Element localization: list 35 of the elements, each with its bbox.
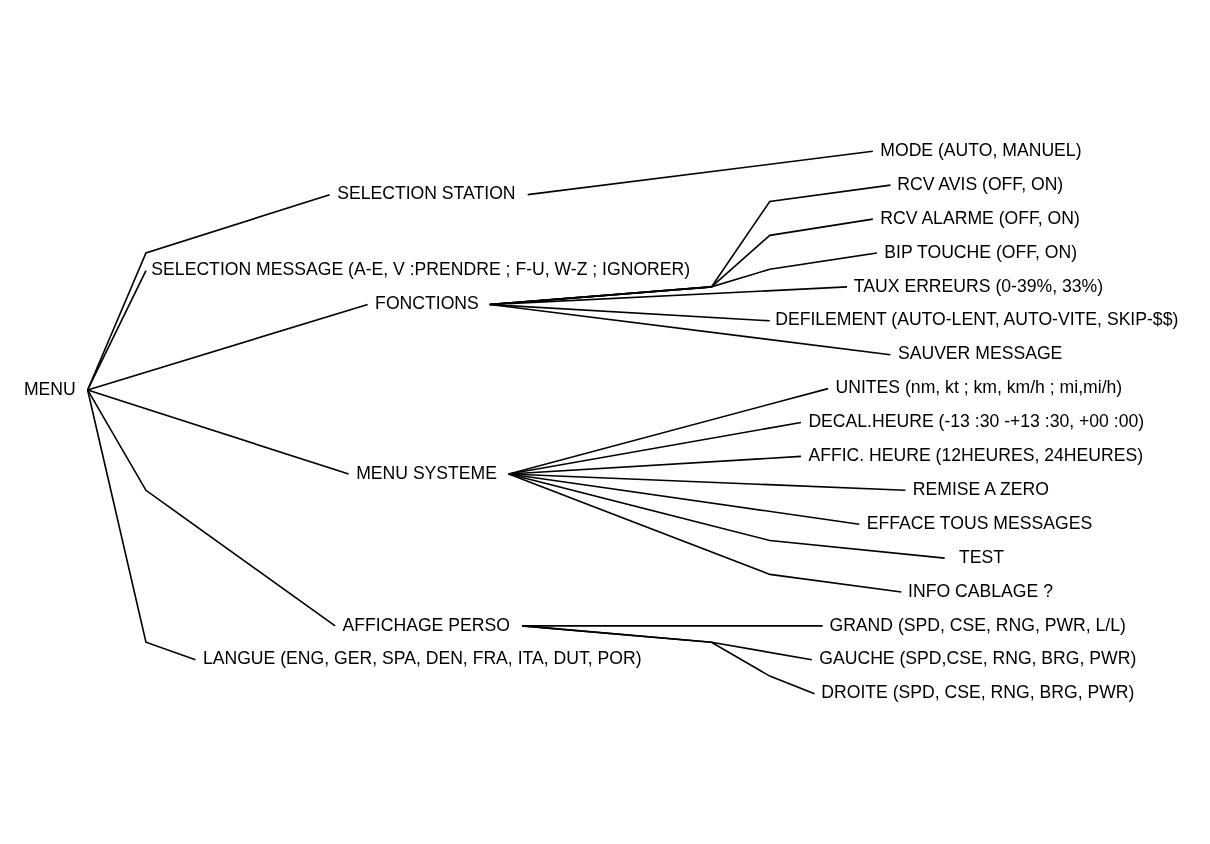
node-text: AFFICHAGE PERSO bbox=[342, 614, 510, 635]
connector bbox=[86, 193, 331, 391]
connector bbox=[488, 303, 892, 355]
connector bbox=[86, 269, 147, 391]
connector bbox=[526, 149, 874, 195]
connector bbox=[86, 388, 197, 661]
node-text: RCV ALARME (OFF, ON) bbox=[880, 207, 1080, 228]
node-text: TAUX ERREURS (0-39%, 33%) bbox=[853, 275, 1104, 295]
connector bbox=[86, 303, 369, 391]
node-text: MENU SYSTEME bbox=[356, 462, 498, 483]
node-text: FONCTIONS bbox=[375, 292, 479, 313]
node-text: DROITE (SPD, CSE, RNG, BRG, PWR) bbox=[821, 681, 1135, 702]
connector bbox=[521, 624, 816, 695]
node-text: DEFILEMENT (AUTO-LENT, AUTO-VITE, SKIP-$$) bbox=[775, 308, 1179, 329]
connector bbox=[86, 388, 350, 475]
node-text: MENU bbox=[23, 378, 76, 399]
node-text: SELECTION MESSAGE (A-E, V :PRENDRE ; F-U, W-Z ; IGNORER) bbox=[151, 258, 691, 279]
node-text: REMISE A ZERO bbox=[912, 478, 1049, 499]
node-text: GAUCHE (SPD,CSE, RNG, BRG, PWR) bbox=[819, 647, 1137, 668]
node-text: TEST bbox=[958, 546, 1004, 567]
node-text: GRAND (SPD, CSE, RNG, PWR, L/L) bbox=[829, 614, 1126, 635]
node-text: INFO CABLAGE ? bbox=[908, 580, 1053, 601]
node-text: RCV AVIS (OFF, ON) bbox=[897, 173, 1064, 194]
node-text: LANGUE (ENG, GER, SPA, DEN, FRA, ITA, DUT, POR) bbox=[202, 647, 642, 668]
node-text: BIP TOUCHE (OFF, ON) bbox=[884, 241, 1078, 262]
node-text: SAUVER MESSAGE bbox=[897, 342, 1063, 363]
connector bbox=[507, 472, 861, 525]
connector bbox=[507, 472, 946, 559]
node-text: SELECTION STATION bbox=[337, 182, 516, 203]
node-text: DECAL.HEURE (-13 :30 -+13 :30, +00 :00) bbox=[808, 410, 1145, 431]
node-text: MODE (AUTO, MANUEL) bbox=[880, 139, 1082, 160]
node-text: EFFACE TOUS MESSAGES bbox=[866, 512, 1093, 533]
node-text: AFFIC. HEURE (12HEURES, 24HEURES) bbox=[808, 444, 1144, 465]
node-text: UNITES (nm, kt ; km, km/h ; mi,mi/h) bbox=[835, 376, 1123, 397]
connector bbox=[507, 472, 903, 593]
